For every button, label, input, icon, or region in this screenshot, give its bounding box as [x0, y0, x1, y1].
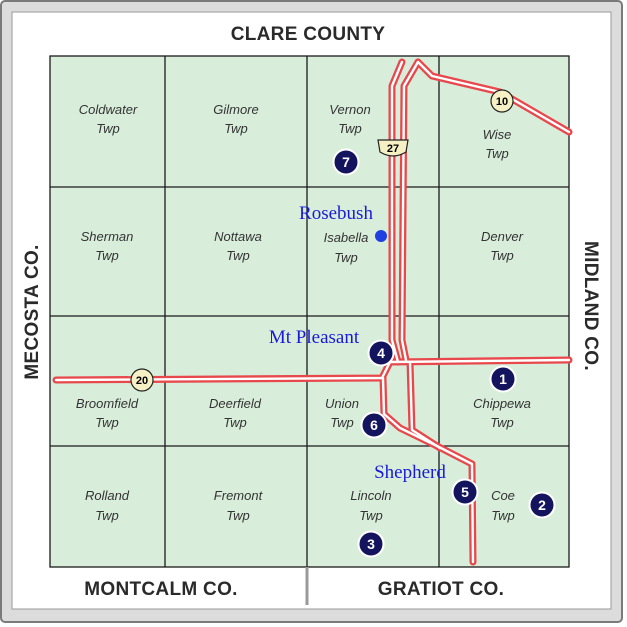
city-dot-rosebush [375, 230, 387, 242]
m-20-label: 20 [136, 375, 148, 387]
m-10-label: 10 [496, 96, 508, 108]
township-label-chippewa: Chippewa [473, 396, 531, 411]
m-10-shield: 10 [490, 89, 514, 113]
township-label-union-suffix: Twp [330, 415, 354, 430]
map-markers: 1 2 3 4 5 6 7 [332, 148, 556, 558]
marker-6[interactable]: 6 [360, 411, 388, 439]
township-label-denver-suffix: Twp [490, 248, 514, 263]
county-area [50, 56, 569, 567]
township-label-denver: Denver [481, 229, 524, 244]
township-label-chippewa-suffix: Twp [490, 415, 514, 430]
township-label-deerfield: Deerfield [209, 396, 262, 411]
township-label-fremont-suffix: Twp [226, 508, 250, 523]
township-label-deerfield-suffix: Twp [223, 415, 247, 430]
marker-4[interactable]: 4 [367, 339, 395, 367]
township-label-vernon-suffix: Twp [338, 121, 362, 136]
township-label-union: Union [325, 396, 359, 411]
marker-2[interactable]: 2 [528, 491, 556, 519]
township-label-rolland: Rolland [85, 488, 130, 503]
marker-4-label: 4 [377, 345, 385, 361]
township-label-nottawa: Nottawa [214, 229, 262, 244]
county-label-south-west: MONTCALM CO. [84, 579, 237, 600]
marker-2-label: 2 [538, 497, 546, 513]
marker-1-label: 1 [499, 371, 507, 387]
township-label-gilmore-suffix: Twp [224, 121, 248, 136]
township-label-broomfield: Broomfield [76, 396, 139, 411]
township-label-rolland-suffix: Twp [95, 508, 119, 523]
us-27-shield: 27 [377, 139, 409, 157]
city-label-rosebush: Rosebush [299, 203, 373, 224]
marker-5-label: 5 [461, 484, 469, 500]
township-labels: Coldwater Twp Gilmore Twp Vernon Twp Wis… [76, 102, 531, 523]
township-label-broomfield-suffix: Twp [95, 415, 119, 430]
marker-7-label: 7 [342, 154, 350, 170]
roads [52, 58, 573, 566]
county-label-south-east: GRATIOT CO. [378, 579, 504, 600]
township-label-lincoln-suffix: Twp [359, 508, 383, 523]
township-label-sherman-suffix: Twp [95, 248, 119, 263]
marker-3[interactable]: 3 [357, 530, 385, 558]
marker-1[interactable]: 1 [489, 365, 517, 393]
township-label-wise: Wise [483, 127, 512, 142]
county-label-west: MECOSTA CO. [22, 244, 43, 379]
marker-6-label: 6 [370, 417, 378, 433]
township-label-coldwater: Coldwater [79, 102, 138, 117]
township-grid [49, 55, 570, 568]
us-27-label: 27 [387, 143, 399, 155]
m-20-shield: 20 [130, 368, 154, 392]
township-label-vernon: Vernon [329, 102, 370, 117]
township-label-sherman: Sherman [81, 229, 134, 244]
township-label-coe-suffix: Twp [491, 508, 515, 523]
township-label-isabella-suffix: Twp [334, 250, 358, 265]
township-label-lincoln: Lincoln [350, 488, 391, 503]
city-label-shepherd: Shepherd [374, 462, 446, 483]
marker-3-label: 3 [367, 536, 375, 552]
township-label-nottawa-suffix: Twp [226, 248, 250, 263]
marker-7[interactable]: 7 [332, 148, 360, 176]
county-label-north: CLARE COUNTY [231, 24, 386, 45]
township-label-coldwater-suffix: Twp [96, 121, 120, 136]
township-label-coe: Coe [491, 488, 515, 503]
city-label-mt-pleasant: Mt Pleasant [269, 327, 360, 348]
township-label-wise-suffix: Twp [485, 146, 509, 161]
township-label-gilmore: Gilmore [213, 102, 259, 117]
county-label-east: MIDLAND CO. [580, 241, 601, 371]
township-label-fremont: Fremont [214, 488, 264, 503]
marker-5[interactable]: 5 [451, 478, 479, 506]
township-label-isabella: Isabella [324, 230, 369, 245]
